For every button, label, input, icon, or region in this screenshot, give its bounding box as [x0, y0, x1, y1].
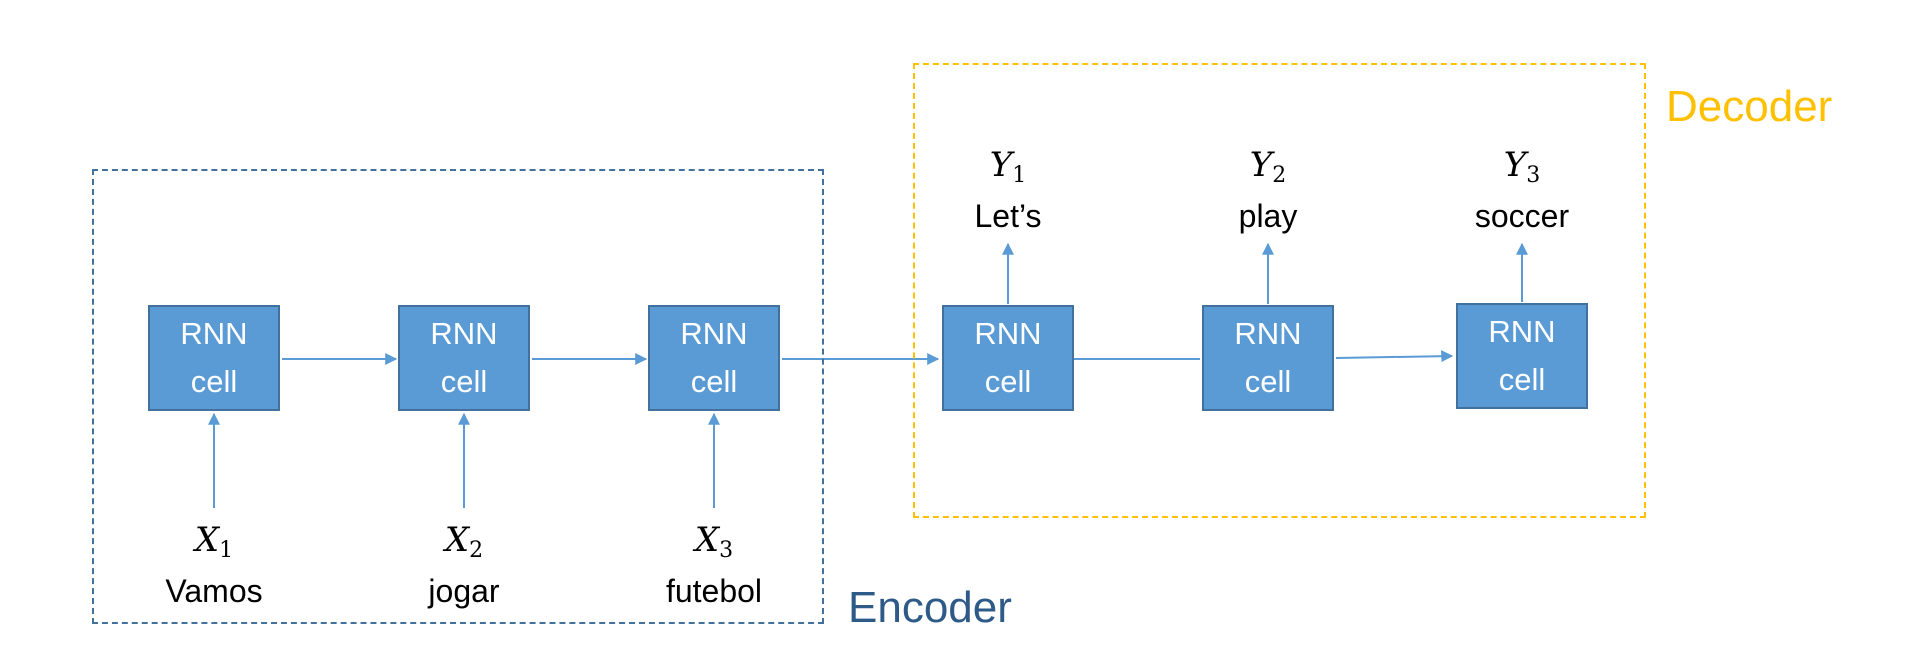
input-symbol: X3 — [694, 520, 734, 563]
encoder-input-3: X3 futebol — [604, 520, 824, 611]
output-symbol: Y2 — [1249, 145, 1287, 188]
encoder-input-2: X2 jogar — [354, 520, 574, 611]
input-symbol: X2 — [444, 520, 484, 563]
cell-label-line2: cell — [984, 364, 1032, 399]
decoder-output-2: Y2 play — [1158, 145, 1378, 236]
cell-label-line2: cell — [690, 364, 738, 399]
cell-label-line1: RNN — [974, 316, 1042, 351]
cell-label-line2: cell — [190, 364, 238, 399]
decoder-output-3: Y3 soccer — [1412, 145, 1632, 236]
encoder-input-1: X1 Vamos — [104, 520, 324, 611]
cell-label-line2: cell — [440, 364, 488, 399]
arrow-dec2-dec3 — [1335, 350, 1454, 363]
decoder-group-frame — [913, 63, 1646, 518]
cell-label-line2: cell — [1498, 362, 1546, 397]
decoder-rnn-cell-2: RNN cell — [1202, 305, 1334, 411]
output-word: soccer — [1474, 198, 1570, 234]
cell-label-line1: RNN — [1488, 314, 1556, 349]
encoder-group-frame — [92, 169, 824, 624]
encoder-label: Encoder — [848, 583, 1012, 632]
encoder-rnn-cell-3: RNN cell — [648, 305, 780, 411]
output-symbol: Y1 — [989, 145, 1027, 188]
input-symbol: X1 — [194, 520, 234, 563]
decoder-rnn-cell-3: RNN cell — [1456, 303, 1588, 409]
cell-label-line1: RNN — [680, 316, 748, 351]
encoder-rnn-cell-2: RNN cell — [398, 305, 530, 411]
cell-label-line1: RNN — [1234, 316, 1302, 351]
output-word: Let’s — [974, 198, 1042, 234]
input-word: futebol — [665, 573, 763, 609]
decoder-label: Decoder — [1666, 82, 1833, 131]
encoder-rnn-cell-1: RNN cell — [148, 305, 280, 411]
cell-label-line1: RNN — [180, 316, 248, 351]
decoder-output-1: Y1 Let’s — [898, 145, 1118, 236]
output-symbol: Y3 — [1503, 145, 1541, 188]
cell-label-line2: cell — [1244, 364, 1292, 399]
cell-label-line1: RNN — [430, 316, 498, 351]
decoder-rnn-cell-1: RNN cell — [942, 305, 1074, 411]
output-word: play — [1238, 198, 1298, 234]
input-word: Vamos — [165, 573, 263, 609]
input-word: jogar — [428, 573, 500, 609]
